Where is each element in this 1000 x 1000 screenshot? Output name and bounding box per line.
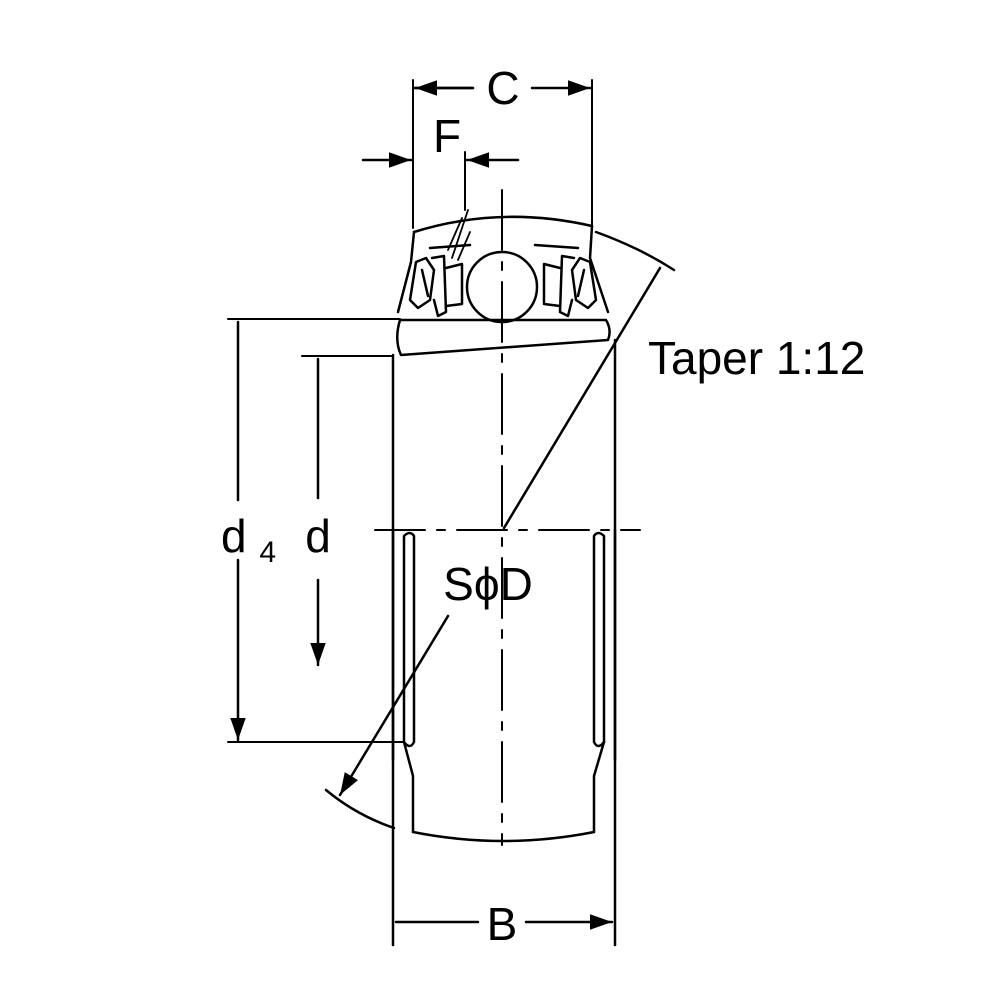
right-groove [592, 531, 606, 748]
inner-ring-flange [396, 318, 611, 357]
left-seal [408, 254, 464, 318]
label-d4: d 4 [221, 510, 276, 569]
label-sphere-diameter: SϕD [443, 558, 533, 610]
sphere-arc-upper [594, 230, 676, 272]
taper-hatch [447, 209, 471, 261]
label-d: d [305, 510, 331, 562]
label-d4-main: d [221, 510, 247, 562]
left-groove [402, 531, 416, 748]
sphere-diameter-leader [340, 266, 662, 795]
label-f: F [433, 110, 461, 162]
lower-right-chamfer [592, 740, 606, 834]
lower-spherical-surface [411, 830, 596, 843]
sphere-arc-lower [324, 788, 396, 830]
outer-ring-bore-right [533, 243, 580, 250]
right-seal [542, 254, 598, 318]
outer-ring-right-face [588, 224, 610, 314]
lower-left-chamfer [402, 740, 415, 834]
label-d4-subscript: 4 [259, 536, 276, 569]
label-taper: Taper 1:12 [648, 332, 865, 384]
outer-ring-left-face [396, 230, 416, 314]
label-c: C [486, 62, 519, 114]
label-b: B [487, 898, 518, 950]
